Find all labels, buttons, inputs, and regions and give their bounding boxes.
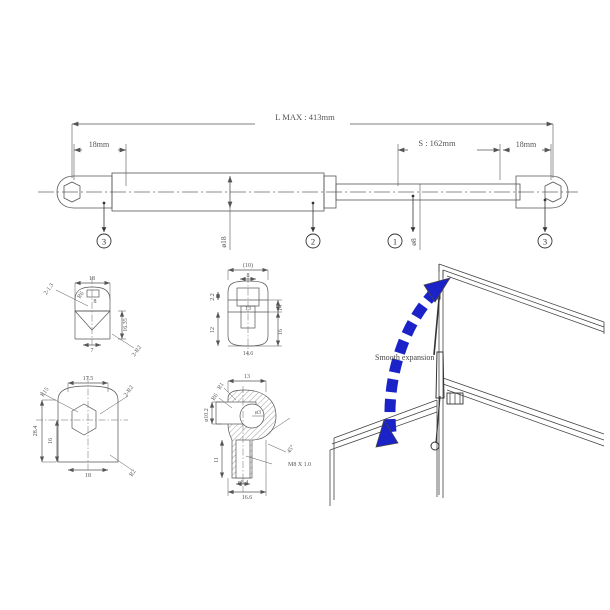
detail-tl-label-18: 18 <box>89 276 95 282</box>
detail-bm-label-d102: ø10.2 <box>204 408 210 422</box>
detail-tm-label-22: 2.2 <box>210 293 216 301</box>
callout-1-label: 1 <box>393 237 397 247</box>
detail-bm-label-11: 11 <box>214 457 220 463</box>
dim-right-eyelet-label: 18mm <box>516 140 537 149</box>
left-eyelet-fitting <box>56 175 113 209</box>
detail-tl-label-8: 8 <box>94 299 97 305</box>
dim-stroke <box>397 144 501 186</box>
detail-tl-label-1635: 16.35 <box>123 318 129 332</box>
detail-tm-label-12: 12 <box>210 327 216 333</box>
dim-overall-length <box>71 121 554 178</box>
detail-bm-label-thread: M8 X 1.0 <box>288 462 311 468</box>
detail-bm-label-r6: R6 <box>211 393 220 402</box>
detail-bl-label-r2: R2 <box>129 469 138 478</box>
callout-3-right-label: 3 <box>543 237 547 247</box>
mounting-bracket <box>446 392 464 405</box>
detail-tm-label-16: 16 <box>278 329 284 335</box>
detail-tm-label-13: 13 <box>245 306 251 312</box>
detail-bm-label-r1: R1 <box>217 382 226 391</box>
callout-3-left-circle <box>96 233 112 249</box>
installed-gas-spring <box>427 286 445 451</box>
detail-bl-label-2r2: 2-R2 <box>123 385 135 398</box>
smooth-expansion-arrow <box>375 277 451 448</box>
dim-overall-length-label: L MAX : 413mm <box>275 112 335 122</box>
detail-bm-label-166: 16.6 <box>242 495 253 501</box>
detail-tl-label-7: 7 <box>91 348 94 354</box>
dim-cylinder-diameter-label: ø18 <box>219 236 228 248</box>
detail-tl-label-2r2: 2-R2 <box>131 345 143 358</box>
detail-eyelet-bottom-left <box>36 376 133 473</box>
main-assembly-view <box>38 121 578 250</box>
dim-stroke-label: S : 162mm <box>418 138 456 148</box>
piston-rod <box>335 183 521 201</box>
detail-socket-top-mid <box>215 267 282 356</box>
detail-bl-label-18: 18 <box>85 473 91 479</box>
cabinet-top-rail <box>442 377 605 447</box>
detail-tm-label-146: 14.6 <box>243 351 254 357</box>
smooth-expansion-label: Smooth expansion <box>375 353 434 362</box>
detail-bm-label-45deg: 45° <box>285 443 296 454</box>
detail-bm-label-13: 13 <box>244 374 250 380</box>
detail-bm-label-d3: ø3 <box>255 410 261 416</box>
detail-bl-label-284: 28.4 <box>33 426 39 437</box>
callout-leaders <box>101 194 548 232</box>
callout-3-right-circle <box>537 233 553 249</box>
callout-2-circle <box>305 233 321 249</box>
detail-tm-label-8: 8 <box>247 273 250 279</box>
detail-bl-label-16: 16 <box>48 438 54 444</box>
detail-eyelet-top-left <box>55 277 135 349</box>
detail-tm-label-14: 14 <box>278 305 284 311</box>
right-eyelet-fitting <box>515 175 569 209</box>
detail-bl-label-r15: R15 <box>40 387 51 399</box>
callout-2-label: 2 <box>311 237 315 247</box>
detail-tm-label-10: (10) <box>243 262 253 269</box>
callout-3-left-label: 3 <box>102 237 106 247</box>
detail-tl-label-2x13: 2-1.3 <box>43 283 55 297</box>
dim-right-eyelet <box>503 144 552 180</box>
lid-panel <box>438 263 605 334</box>
detail-bm-label-d84: ø8.4 <box>238 480 249 486</box>
detail-socket-section <box>209 378 291 496</box>
detail-tl-label-r6: R6 <box>77 291 86 300</box>
dim-left-eyelet-label: 18mm <box>89 140 110 149</box>
dim-rod-diameter-label: ø8 <box>409 238 418 246</box>
cabinet-body <box>329 399 438 506</box>
callout-bubbles: 3 2 1 3 <box>96 233 553 249</box>
callout-1-circle <box>387 233 403 249</box>
cabinet-illustration <box>329 263 605 506</box>
dim-left-eyelet <box>73 144 127 186</box>
detail-bl-label-175: 17.5 <box>83 376 94 382</box>
